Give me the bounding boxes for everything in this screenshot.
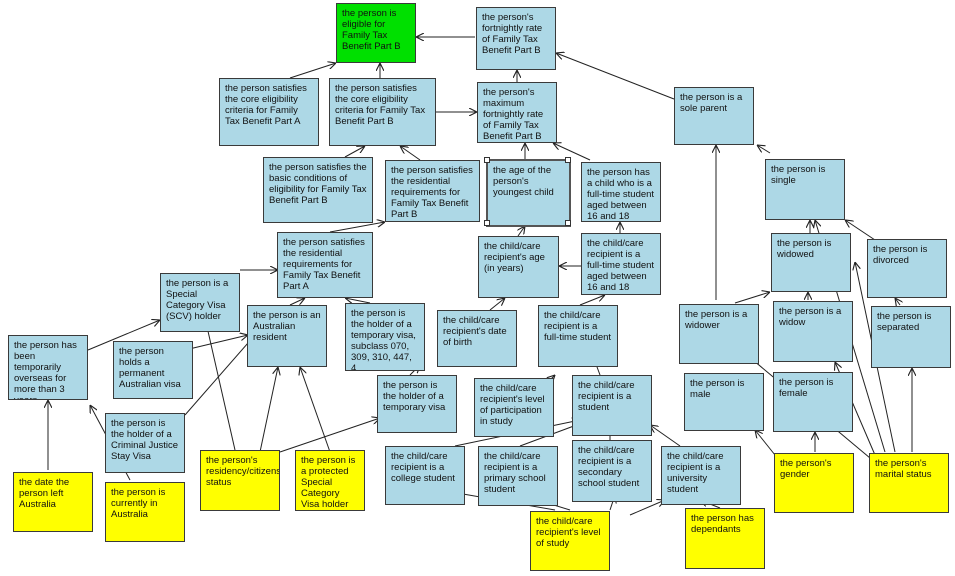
node-child-age[interactable]: the child/care recipient's age (in years… bbox=[478, 236, 559, 298]
node-divorced[interactable]: the person is divorced bbox=[867, 239, 947, 298]
node-level-of-study[interactable]: the child/care recipient's level of stud… bbox=[530, 511, 610, 571]
node-cjs-visa[interactable]: the person is the holder of a Criminal J… bbox=[105, 413, 185, 473]
edge bbox=[184, 335, 255, 416]
node-widowed[interactable]: the person is widowed bbox=[771, 233, 851, 292]
edge bbox=[757, 145, 771, 154]
node-child-dob[interactable]: the child/care recipient's date of birth bbox=[437, 310, 517, 367]
node-widow[interactable]: the person is a widow bbox=[773, 301, 853, 362]
edge bbox=[518, 226, 525, 237]
edge bbox=[629, 500, 665, 516]
node-male[interactable]: the person is male bbox=[684, 373, 764, 431]
node-residential-req-b[interactable]: the person satisfies the residential req… bbox=[385, 160, 480, 222]
node-youngest-child-age[interactable]: the age of the person's youngest child bbox=[486, 159, 571, 227]
node-sole-parent[interactable]: the person is a sole parent bbox=[674, 87, 754, 145]
edge bbox=[329, 222, 385, 233]
node-child-participation[interactable]: the child/care recipient's level of part… bbox=[474, 378, 554, 437]
edge bbox=[845, 220, 876, 241]
edge bbox=[579, 295, 605, 306]
node-widower[interactable]: the person is a widower bbox=[679, 304, 759, 364]
edge bbox=[259, 367, 278, 453]
edge bbox=[755, 430, 776, 456]
node-core-criteria-b[interactable]: the person satisfies the core eligibilit… bbox=[329, 78, 436, 146]
node-marital-status[interactable]: the person's marital status bbox=[869, 453, 949, 513]
edge bbox=[345, 298, 371, 303]
edge bbox=[289, 63, 336, 79]
selection-handle[interactable] bbox=[565, 220, 571, 226]
node-permanent-visa[interactable]: the person holds a permanent Australian … bbox=[113, 341, 193, 399]
edge bbox=[650, 425, 681, 447]
selection-handle[interactable] bbox=[484, 220, 490, 226]
node-gender[interactable]: the person's gender bbox=[774, 453, 854, 513]
node-residential-req-a[interactable]: the person satisfies the residential req… bbox=[277, 232, 373, 298]
edge bbox=[489, 298, 505, 311]
node-date-left-australia[interactable]: the date the person left Australia bbox=[13, 472, 93, 532]
edge bbox=[553, 143, 591, 161]
edge bbox=[289, 298, 305, 306]
node-currently-in-australia[interactable]: the person is currently in Australia bbox=[105, 482, 185, 542]
node-child-student[interactable]: the child/care recipient is a student bbox=[572, 375, 652, 436]
node-college-student[interactable]: the child/care recipient is a college st… bbox=[385, 446, 465, 505]
node-fulltime-child[interactable]: the person has a child who is a full-tim… bbox=[581, 162, 661, 222]
node-temp-visa-subclass[interactable]: the person is the holder of a temporary … bbox=[345, 303, 425, 371]
node-child-fulltime[interactable]: the child/care recipient is a full-time … bbox=[538, 305, 618, 367]
node-secondary-student[interactable]: the child/care recipient is a secondary … bbox=[572, 440, 652, 502]
edge bbox=[556, 53, 675, 100]
node-residency-status[interactable]: the person's residency/citizenship statu… bbox=[200, 450, 280, 511]
node-single[interactable]: the person is single bbox=[765, 159, 845, 220]
node-basic-conditions[interactable]: the person satisfies the basic condition… bbox=[263, 157, 373, 223]
edge bbox=[895, 298, 900, 305]
edge bbox=[344, 146, 365, 158]
edge bbox=[184, 335, 248, 351]
node-primary-student[interactable]: the child/care recipient is a primary sc… bbox=[478, 446, 558, 506]
node-has-dependants[interactable]: the person has dependants bbox=[685, 508, 765, 569]
node-university-student[interactable]: the child/care recipient is a university… bbox=[661, 446, 741, 505]
edge bbox=[205, 318, 236, 451]
node-child-ft-16-18[interactable]: the child/care recipient is a full-time … bbox=[581, 233, 661, 295]
node-australian-resident[interactable]: the person is an Australian resident bbox=[247, 305, 327, 367]
node-core-criteria-a[interactable]: the person satisfies the core eligibilit… bbox=[219, 78, 319, 146]
node-temporary-visa[interactable]: the person is the holder of a temporary … bbox=[377, 375, 457, 433]
node-eligible-ftb-b[interactable]: the person is eligible for Family Tax Be… bbox=[336, 3, 416, 63]
node-scv-holder[interactable]: the person is a Special Category Visa (S… bbox=[160, 273, 240, 332]
node-female[interactable]: the person is female bbox=[773, 372, 853, 432]
edge bbox=[734, 292, 770, 304]
edge bbox=[279, 418, 380, 453]
node-fortnightly-rate[interactable]: the person's fortnightly rate of Family … bbox=[476, 7, 556, 70]
edge bbox=[300, 367, 331, 453]
node-temporarily-overseas[interactable]: the person has been temporarily overseas… bbox=[8, 335, 88, 400]
node-protected-scv[interactable]: the person is a protected Special Catego… bbox=[295, 450, 365, 511]
selection-handle[interactable] bbox=[484, 157, 490, 163]
selection-handle[interactable] bbox=[565, 157, 571, 163]
edge bbox=[87, 320, 160, 351]
node-max-fortnightly-rate[interactable]: the person's maximum fortnightly rate of… bbox=[477, 82, 557, 143]
node-separated[interactable]: the person is separated bbox=[871, 306, 951, 368]
edge bbox=[400, 146, 421, 161]
